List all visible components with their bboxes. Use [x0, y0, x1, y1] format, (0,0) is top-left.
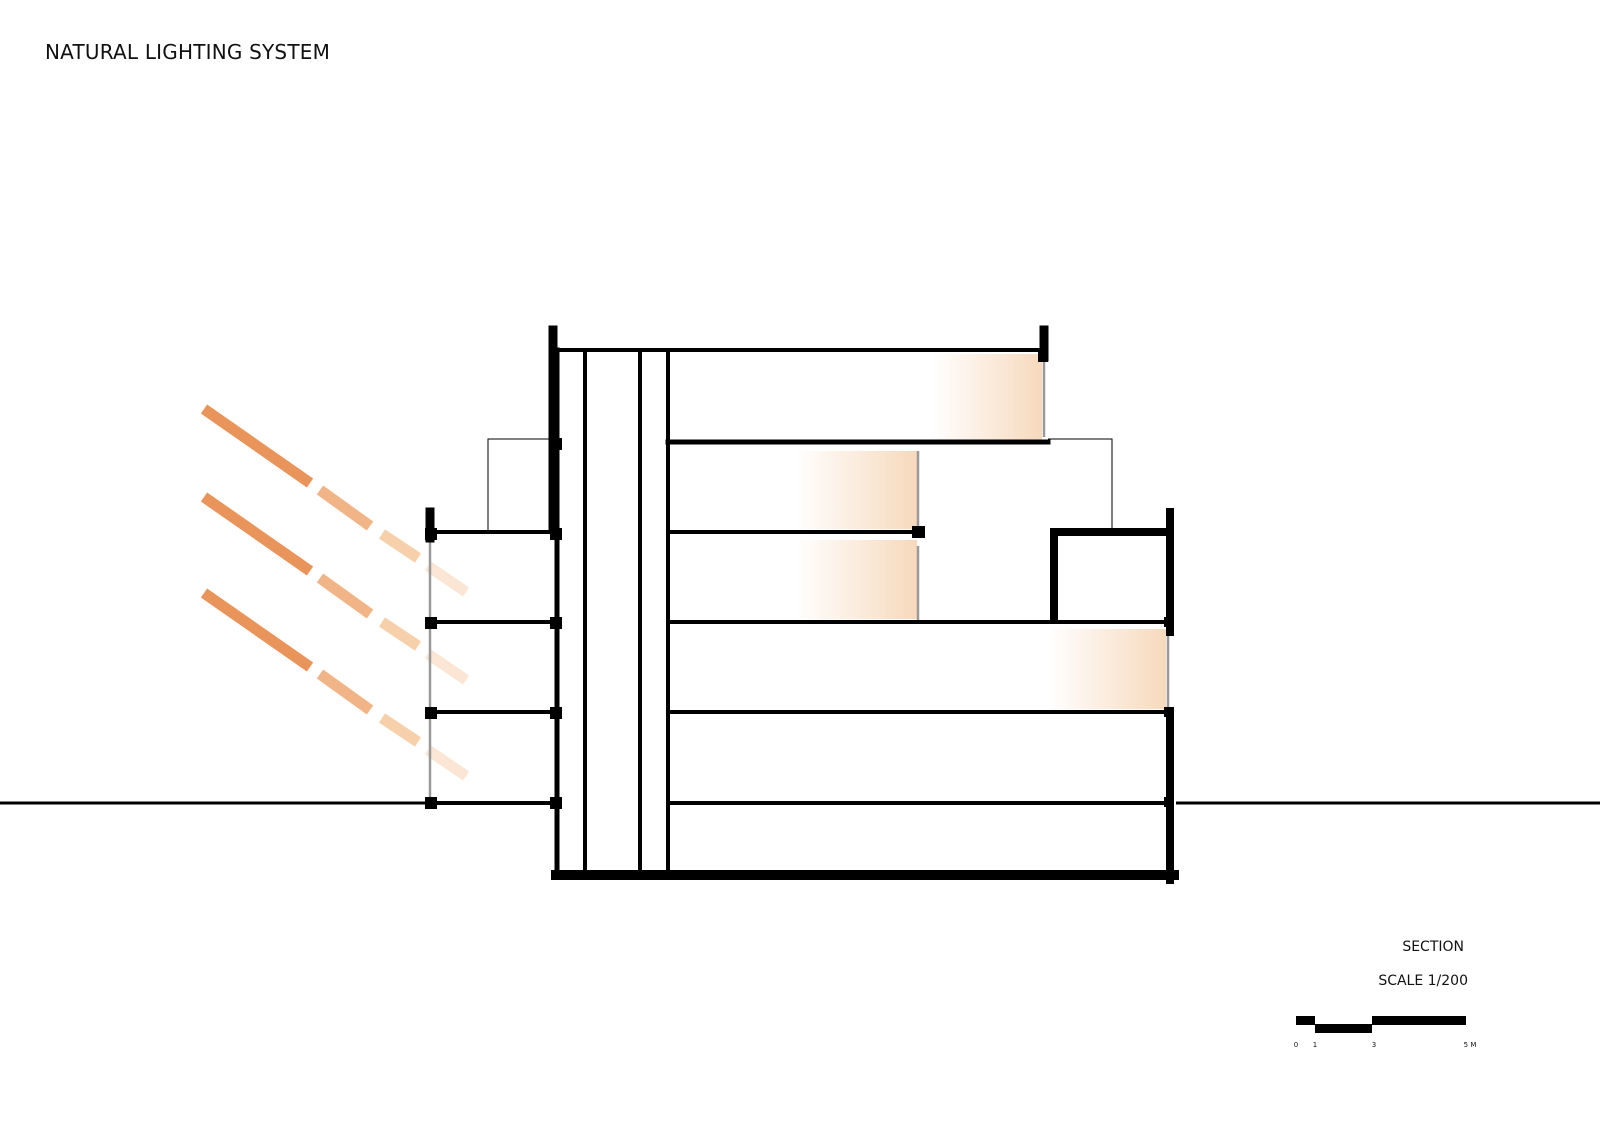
scale-tick-1: 1: [1313, 1041, 1317, 1049]
scale-tick-0: 0: [1294, 1041, 1298, 1049]
scale-caption: SCALE 1/200: [1378, 973, 1468, 989]
daylight-glow: [795, 354, 1166, 709]
structural-nodes: [425, 352, 1174, 809]
glazing: [428, 358, 1170, 800]
section-caption: SECTION: [1402, 939, 1464, 955]
railing-outlines: [487, 438, 1113, 532]
scale-tick-3: 3: [1372, 1041, 1376, 1049]
drawing-title: NATURAL LIGHTING SYSTEM: [45, 40, 331, 64]
sun-ray-2: [200, 492, 470, 685]
scale-tick-5: 5 M: [1464, 1041, 1477, 1049]
sun-ray-icon: [200, 404, 470, 781]
sun-ray-3: [200, 588, 470, 781]
scale-bar: 0 1 3 5 M: [1294, 1016, 1477, 1049]
sun-ray-1: [200, 404, 470, 597]
building-section: [425, 325, 1179, 884]
